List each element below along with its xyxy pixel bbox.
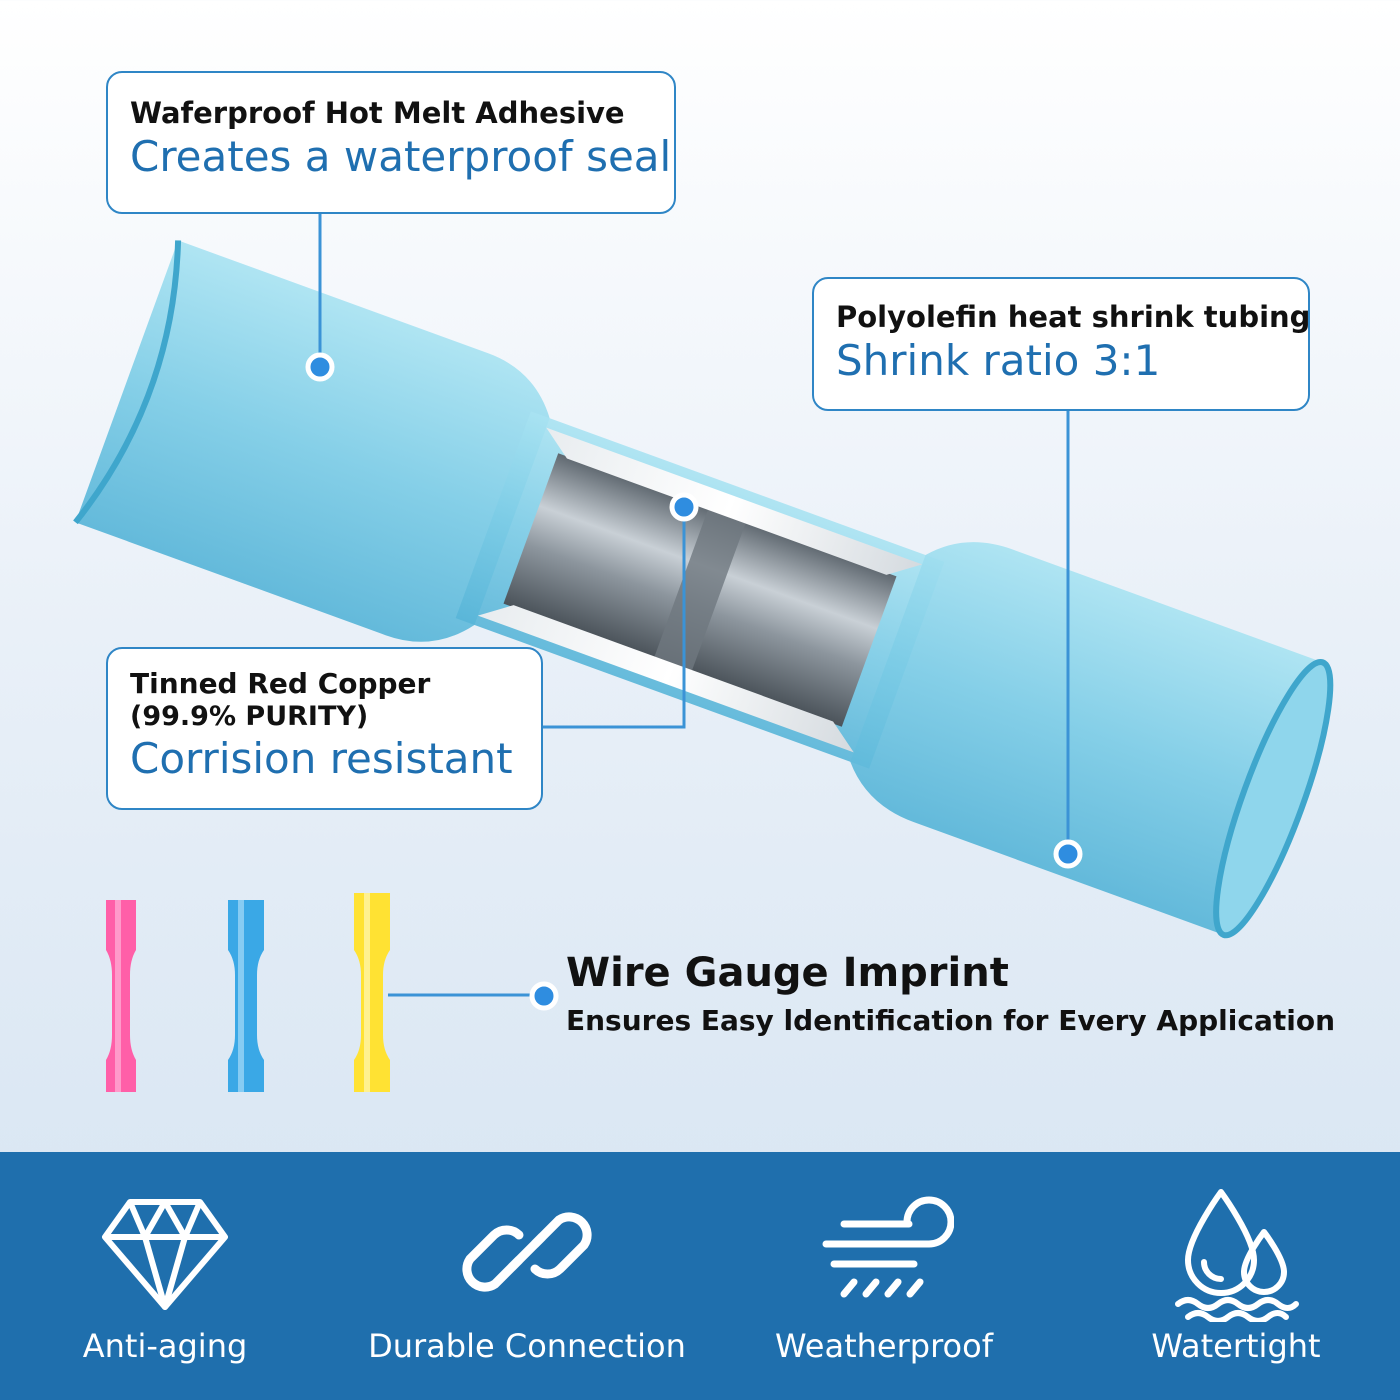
feature-weatherproof: Weatherproof bbox=[714, 1152, 1054, 1400]
leader-dots bbox=[305, 352, 1083, 1011]
feature-label: Anti-aging bbox=[82, 1327, 248, 1365]
callout-copper: Tinned Red Copper (99.9% PURITY) Corrisi… bbox=[106, 647, 543, 810]
callout-copper-headline: Corrision resistant bbox=[130, 734, 513, 783]
connector-yellow bbox=[354, 893, 390, 1092]
feature-durable-connection: Durable Connection bbox=[357, 1152, 697, 1400]
callout-tubing-headline: Shrink ratio 3:1 bbox=[836, 336, 1161, 385]
product-illustration: Waferproof Hot Melt Adhesive Creates a w… bbox=[73, 71, 1386, 1092]
connector-cutaway-art bbox=[73, 214, 1334, 1092]
wire-gauge-block: Wire Gauge Imprint Ensures Easy ldentifi… bbox=[566, 945, 1386, 1041]
callout-copper-kicker: Tinned Red Copper bbox=[130, 667, 431, 700]
wire-gauge-subtitle: Ensures Easy ldentification for Every Ap… bbox=[566, 1004, 1336, 1037]
feature-watertight: Watertight bbox=[1066, 1152, 1400, 1400]
wind-rain-icon bbox=[822, 1196, 954, 1298]
heat-shrink-tube bbox=[73, 240, 1334, 939]
callout-tubing: Polyolefin heat shrink tubing Shrink rat… bbox=[812, 277, 1310, 411]
feature-label: Durable Connection bbox=[368, 1327, 686, 1365]
feature-label: Watertight bbox=[1151, 1327, 1321, 1365]
feature-label: Weatherproof bbox=[775, 1327, 993, 1365]
callout-adhesive-kicker: Waferproof Hot Melt Adhesive bbox=[130, 96, 625, 130]
callout-tubing-kicker: Polyolefin heat shrink tubing bbox=[836, 300, 1311, 334]
water-drops-icon bbox=[1175, 1189, 1299, 1322]
chain-link-icon bbox=[462, 1212, 592, 1292]
connector-blue bbox=[228, 900, 264, 1092]
connector-pink bbox=[106, 900, 136, 1092]
leader-lines bbox=[318, 214, 1070, 997]
callout-adhesive-headline: Creates a waterproof seal bbox=[130, 132, 672, 181]
callout-copper-sub: (99.9% PURITY) bbox=[130, 701, 369, 732]
wire-gauge-title: Wire Gauge Imprint bbox=[566, 950, 1009, 996]
diamond-icon bbox=[102, 1199, 228, 1310]
feature-anti-aging: Anti-aging bbox=[0, 1152, 335, 1400]
feature-band: Anti-aging Durable Connection Weatherpro… bbox=[0, 1152, 1400, 1400]
callout-adhesive: Waferproof Hot Melt Adhesive Creates a w… bbox=[106, 71, 676, 214]
